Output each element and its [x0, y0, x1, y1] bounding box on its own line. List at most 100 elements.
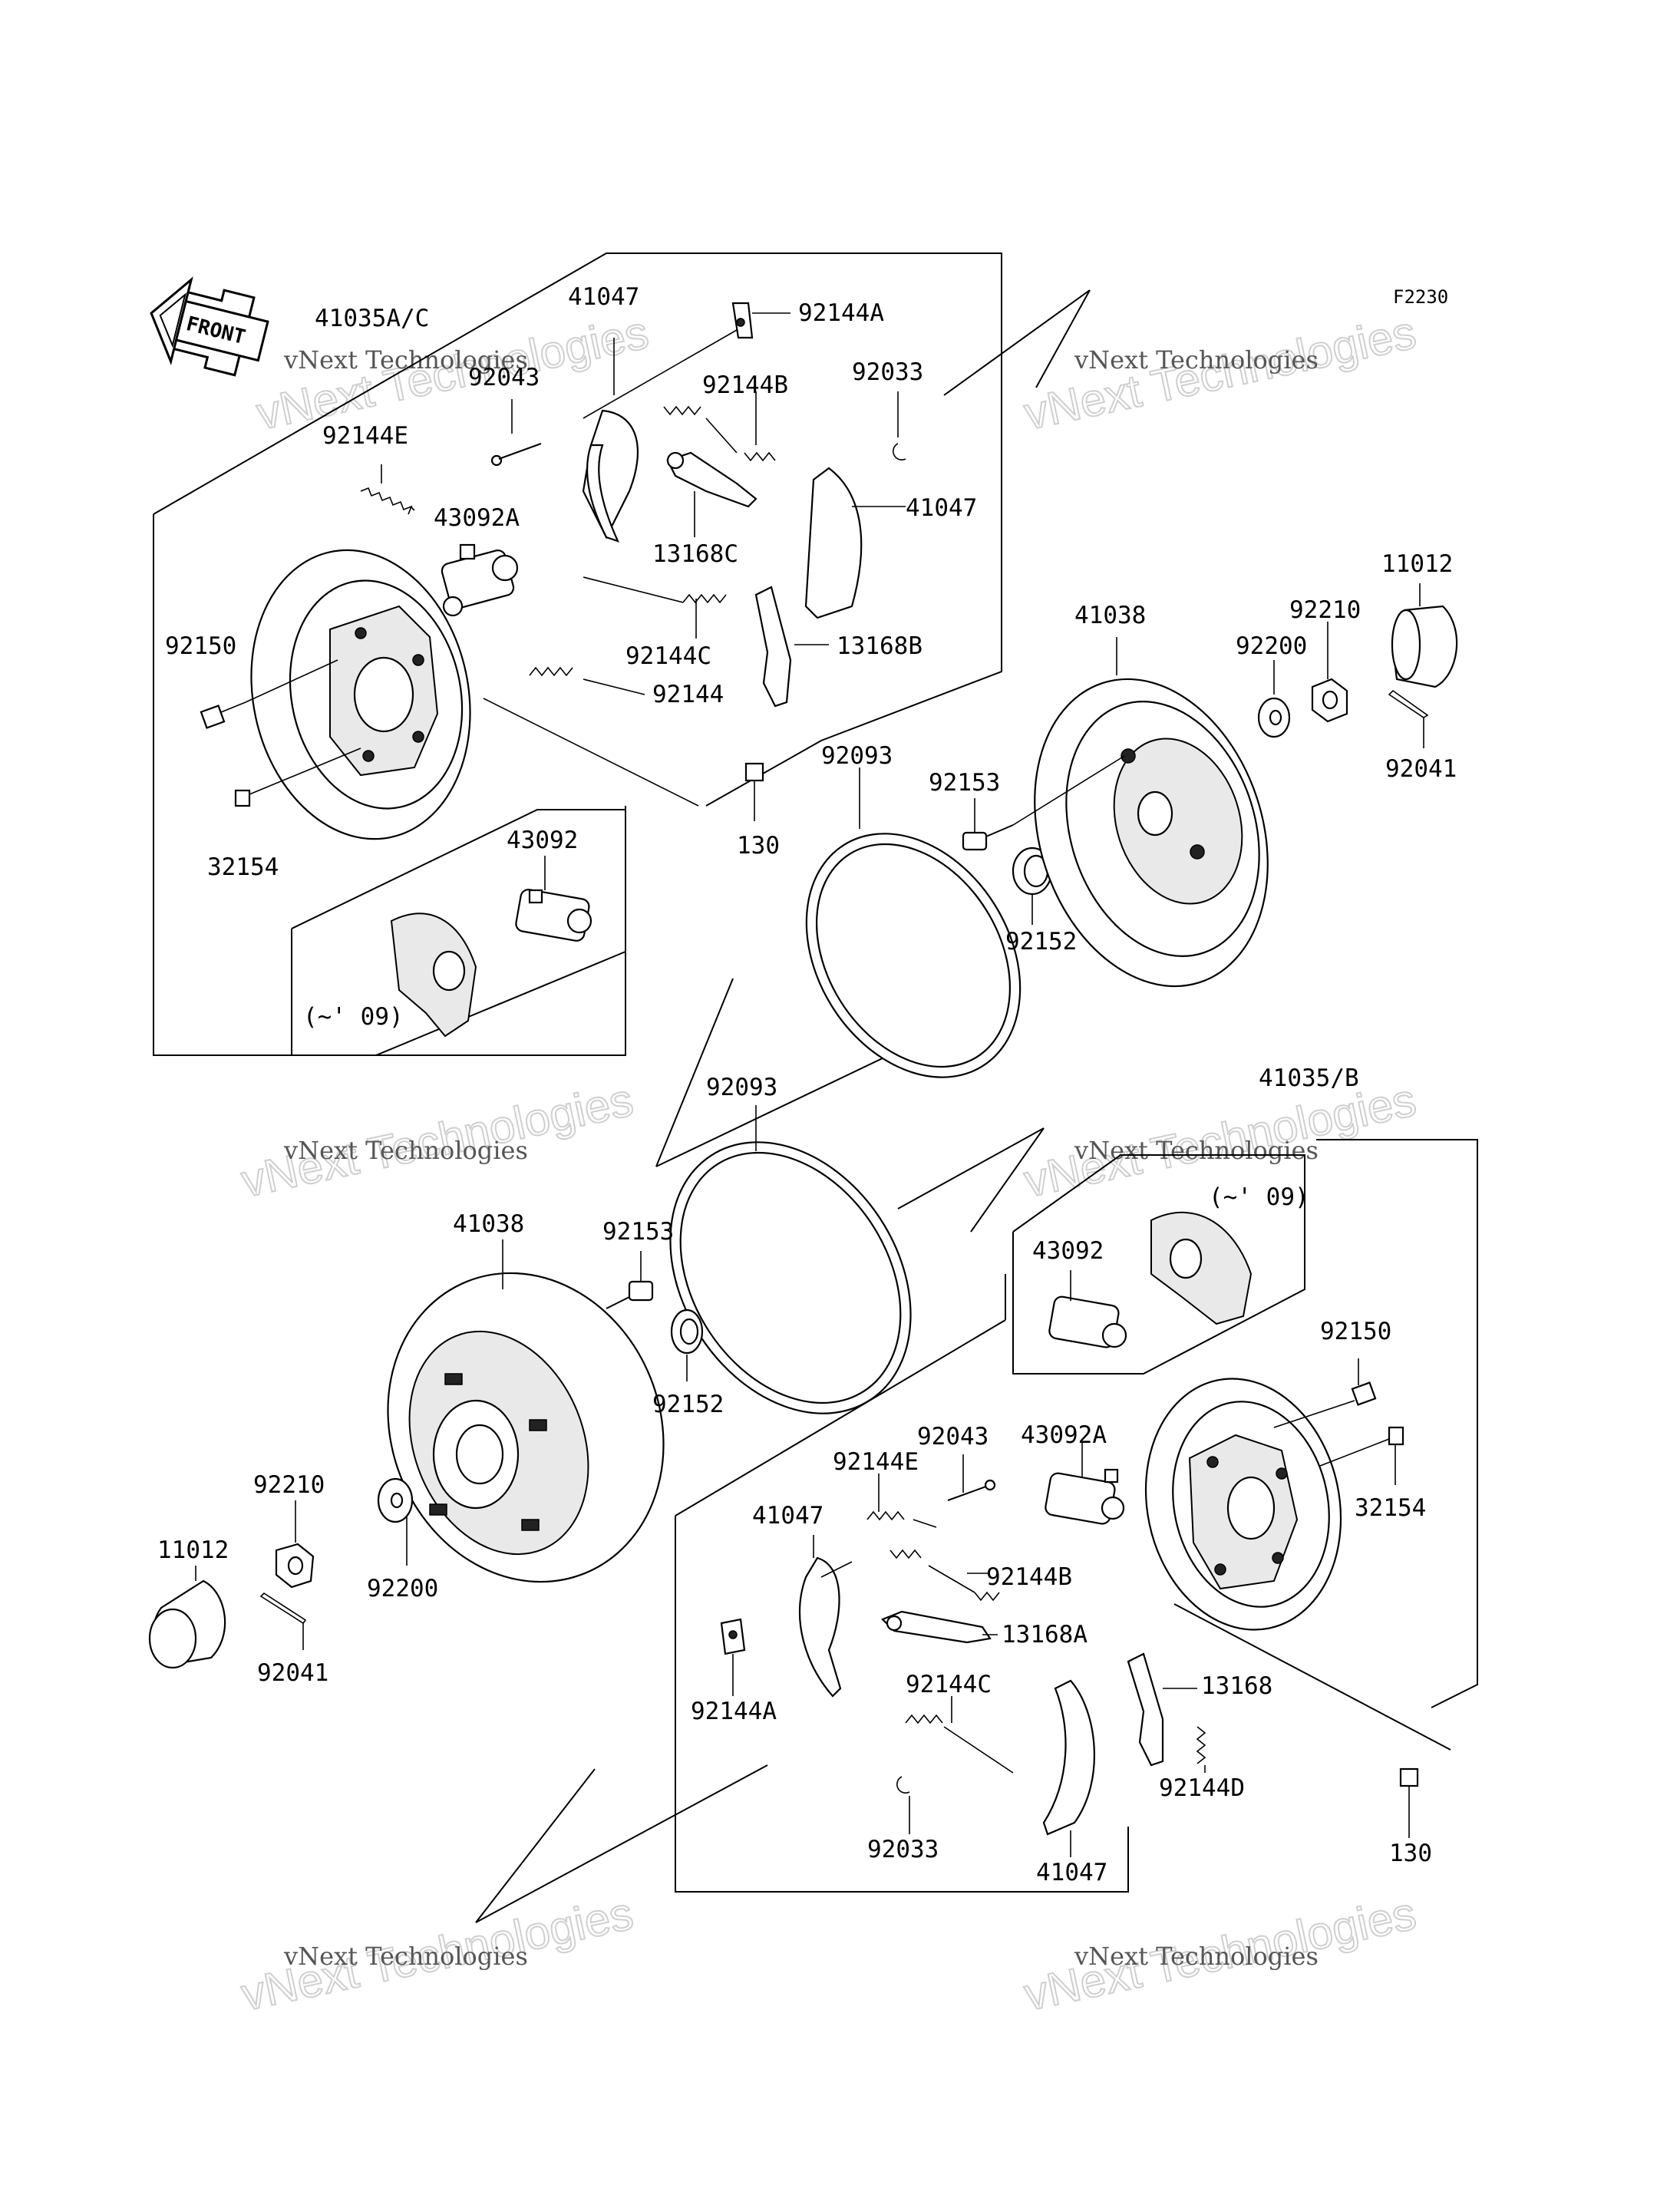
- bolt-130-bottom: [1399, 1767, 1419, 1838]
- label-92033-bottom: 92033: [867, 1836, 939, 1863]
- nut-92210-bottom: [275, 1500, 315, 1589]
- label-92144C-bottom: 92144C: [906, 1671, 992, 1698]
- label-43092A: 43092A: [434, 504, 520, 532]
- label-92093-top: 92093: [821, 742, 893, 770]
- bottom-labels: 92093 41035/B (~' 09) 41038 92153 43092 …: [157, 1064, 1432, 1886]
- label-41047-bottom: 41047: [1036, 1859, 1107, 1886]
- spring-92144D-bottom: [1196, 1726, 1206, 1773]
- lever-13168C-top: [666, 451, 757, 537]
- label-92041-top: 92041: [1385, 755, 1457, 783]
- washer-92200-bottom: [377, 1477, 414, 1566]
- label-92043-bottom: 92043: [917, 1423, 989, 1450]
- label-92153-bottom: 92153: [602, 1218, 674, 1246]
- bottom-assembly-frame: [475, 978, 1478, 1923]
- bleeder-32154-bottom: [1319, 1426, 1404, 1485]
- backing-plate-bottom: [1144, 1378, 1342, 1631]
- label-92144E: 92144E: [322, 422, 408, 450]
- clip-92033-bottom: [896, 1776, 910, 1834]
- label-92152-bottom: 92152: [652, 1391, 724, 1418]
- label-92150: 92150: [165, 632, 236, 660]
- clip-92144A-top: [583, 302, 790, 419]
- front-arrow-icon: FRONT: [150, 276, 269, 377]
- watermark-small-2: vNext Technologies: [1074, 345, 1319, 375]
- label-41047-right: 41047: [906, 494, 977, 522]
- label-09-bottom: (~' 09): [1209, 1183, 1309, 1211]
- wheel-cylinder-43092A-bottom: [1045, 1443, 1125, 1525]
- wheel-cylinder-43092-inset-bottom: [1048, 1211, 1253, 1348]
- label-11012-bottom: 11012: [157, 1536, 229, 1564]
- washer-92200-top: [1257, 660, 1291, 738]
- bolt-92153-bottom: [606, 1251, 654, 1309]
- label-13168: 13168: [1201, 1672, 1272, 1700]
- label-92144: 92144: [652, 681, 724, 708]
- brake-shoe-41047-bottom-right: [1042, 1679, 1095, 1857]
- label-13168A: 13168A: [1002, 1621, 1088, 1648]
- clip-92033-top: [893, 391, 906, 460]
- label-130-top: 130: [737, 832, 780, 860]
- label-32154-top: 32154: [207, 853, 279, 881]
- label-32154-bottom: 32154: [1355, 1494, 1426, 1522]
- label-92144B: 92144B: [702, 371, 788, 399]
- label-92041-bottom: 92041: [257, 1659, 328, 1687]
- bolt-92150-top: [200, 659, 338, 729]
- wheel-cylinder-43092A-top: [441, 543, 519, 617]
- label-92144B-bottom: 92144B: [986, 1563, 1072, 1591]
- bolt-92153-top: [962, 798, 1014, 851]
- brake-shoe-41047-top-right: [804, 467, 906, 619]
- label-41047-top-bottom: 41047: [752, 1502, 823, 1530]
- label-92144D: 92144D: [1159, 1774, 1245, 1802]
- label-11012-top: 11012: [1381, 550, 1453, 578]
- watermark-small-5: vNext Technologies: [283, 1942, 528, 1971]
- label-92200-top: 92200: [1236, 632, 1307, 660]
- lever-13168A-bottom: [881, 1610, 998, 1644]
- label-92150-bottom: 92150: [1320, 1318, 1391, 1345]
- brake-shoe-41047-bottom-left: [798, 1535, 853, 1698]
- cap-11012-top: [1391, 583, 1458, 688]
- label-92043: 92043: [468, 364, 540, 391]
- label-92144A-bottom: 92144A: [691, 1698, 777, 1725]
- spring-92144E-bottom: [866, 1474, 937, 1528]
- lever-13168-bottom: [1127, 1652, 1197, 1767]
- label-92093-bottom: 92093: [706, 1074, 777, 1101]
- label-43092-bottom: 43092: [1032, 1237, 1104, 1265]
- bleeder-32154-top: [234, 748, 361, 807]
- spring-92144-top: [529, 666, 645, 695]
- brake-shoe-41047-top-left: [582, 338, 639, 543]
- cap-11012-bottom: [148, 1566, 226, 1669]
- figure-code: F2230: [1393, 286, 1448, 308]
- label-13168B: 13168B: [837, 632, 923, 660]
- label-92200-bottom: 92200: [367, 1575, 438, 1602]
- label-41035B: 41035/B: [1259, 1064, 1359, 1092]
- label-92144A: 92144A: [798, 299, 884, 327]
- label-09-top: (~' 09): [303, 1003, 404, 1031]
- collar-92152-top: [1012, 847, 1053, 925]
- clip-92144A-bottom: [720, 1618, 746, 1696]
- label-92210-top: 92210: [1289, 596, 1361, 624]
- backing-plate-top: [250, 549, 471, 840]
- pin-92043-top: [490, 399, 542, 467]
- label-92152-top: 92152: [1005, 928, 1077, 955]
- lever-13168B-top: [754, 586, 829, 708]
- spring-92144B-top: [663, 391, 776, 462]
- seal-92093-top: [805, 767, 1022, 1078]
- pin-92043-bottom: [947, 1454, 996, 1501]
- label-41035AC: 41035A/C: [315, 305, 429, 332]
- collar-92152-bottom: [670, 1309, 704, 1381]
- spring-92144B-bottom: [890, 1549, 1000, 1602]
- wheel-cylinder-43092-inset-top: [390, 856, 592, 1038]
- label-43092A-bottom: 43092A: [1021, 1421, 1107, 1449]
- brake-drum-41038-bottom: [387, 1239, 665, 1583]
- top-labels: 41035A/C 41047 92144A 92043 92144B 92033…: [165, 283, 1457, 1031]
- bolt-130-top: [483, 698, 764, 821]
- watermark-small-6: vNext Technologies: [1074, 1942, 1319, 1971]
- spring-92144E-top: [360, 464, 415, 515]
- watermark-small-3: vNext Technologies: [283, 1136, 528, 1165]
- seal-92093-bottom: [669, 1105, 912, 1414]
- spring-92144C-bottom: [905, 1696, 1014, 1774]
- bolt-92150-bottom: [1273, 1358, 1377, 1428]
- nut-92210-top: [1311, 622, 1348, 723]
- label-92210-bottom: 92210: [253, 1471, 325, 1499]
- label-41038-top: 41038: [1074, 602, 1146, 629]
- cotter-pin-92041-bottom: [259, 1592, 307, 1650]
